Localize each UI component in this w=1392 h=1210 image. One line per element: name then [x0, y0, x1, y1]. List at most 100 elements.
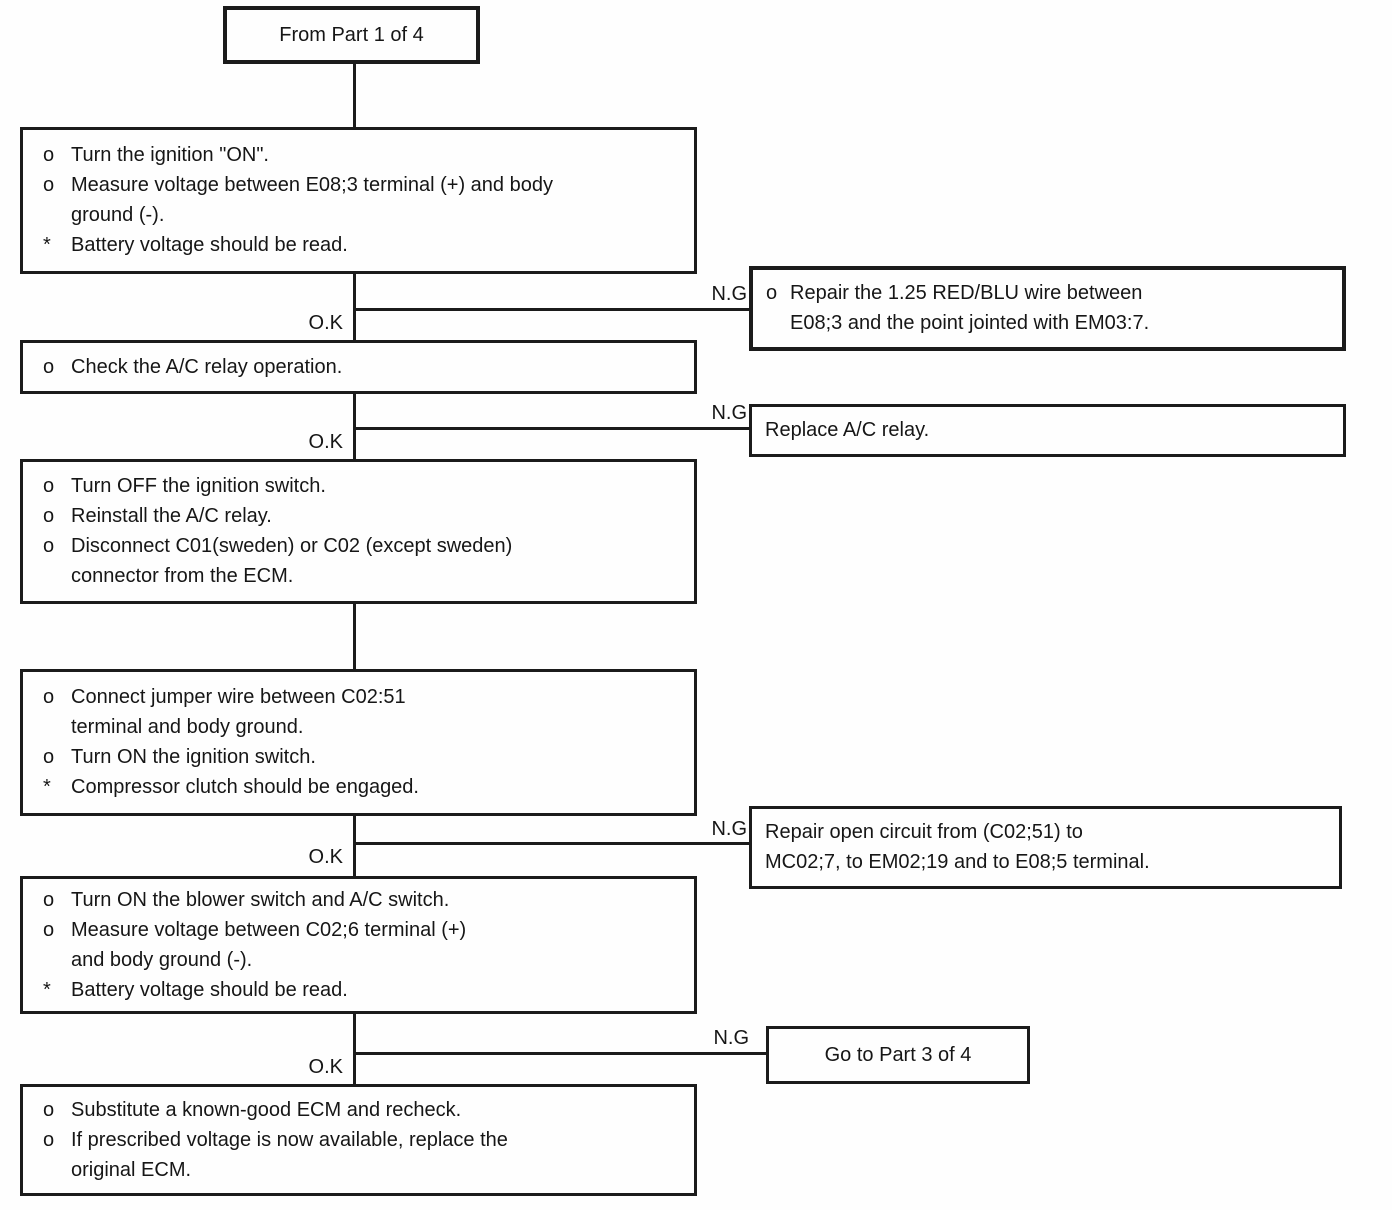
step-text: Measure voltage between C02;6 terminal (…: [71, 919, 467, 941]
step-text: Battery voltage should be read.: [71, 234, 348, 256]
connector-start-to-step1: [353, 62, 356, 127]
step-box-ignition-off-reinstall: o Turn OFF the ignition switch. o Reinst…: [20, 459, 697, 604]
step-text: Disconnect C01(sweden) or C02 (except sw…: [71, 535, 513, 557]
ng-text: Repair open circuit from (C02;51) to: [765, 821, 1083, 843]
step-line: terminal and body ground.: [43, 712, 686, 742]
step-box-jumper-wire: o Connect jumper wire between C02:51 ter…: [20, 669, 697, 816]
ng-box-goto-part3: Go to Part 3 of 4: [766, 1026, 1030, 1084]
step-text: Battery voltage should be read.: [71, 979, 348, 1001]
bullet-marker: o: [43, 475, 55, 497]
step-text: terminal and body ground.: [71, 716, 304, 738]
connector-step5-to-step6: [353, 1014, 356, 1084]
ng-text: Replace A/C relay.: [765, 419, 930, 441]
step-text: Substitute a known-good ECM and recheck.: [71, 1099, 462, 1121]
ng-text: E08;3 and the point jointed with EM03:7.: [790, 312, 1150, 334]
connector-step2-to-step3: [353, 394, 356, 459]
step-line: original ECM.: [43, 1155, 686, 1185]
ng-line: o Repair the 1.25 RED/BLU wire between: [766, 278, 1334, 308]
step-line: o Turn OFF the ignition switch.: [43, 471, 686, 501]
branch-ng-2: [356, 427, 749, 430]
bullet-marker: o: [43, 535, 55, 557]
bullet-marker: *: [43, 234, 51, 256]
bullet-marker: [43, 712, 71, 742]
step-line: and body ground (-).: [43, 945, 686, 975]
step-box-ecm-substitute: o Substitute a known-good ECM and rechec…: [20, 1084, 697, 1196]
start-box-label: From Part 1 of 4: [279, 23, 424, 46]
step-box-blower-switch: o Turn ON the blower switch and A/C swit…: [20, 876, 697, 1014]
connector-step3-to-step4: [353, 604, 356, 669]
step-line: o Substitute a known-good ECM and rechec…: [43, 1095, 686, 1125]
step-line: o If prescribed voltage is now available…: [43, 1125, 686, 1155]
step-line: o Measure voltage between E08;3 terminal…: [43, 170, 686, 200]
bullet-marker: o: [43, 686, 55, 708]
connector-step4-to-step5: [353, 816, 356, 876]
step-text: ground (-).: [71, 204, 165, 226]
ng-text: Go to Part 3 of 4: [824, 1043, 972, 1066]
step-text: Connect jumper wire between C02:51: [71, 686, 406, 708]
step-line: connector from the ECM.: [43, 561, 686, 591]
start-box: From Part 1 of 4: [223, 6, 480, 64]
bullet-marker: *: [43, 979, 51, 1001]
ng-label-4: N.G: [713, 1027, 749, 1049]
step-box-ac-relay-check: o Check the A/C relay operation.: [20, 340, 697, 394]
step-line: * Battery voltage should be read.: [43, 230, 686, 260]
step-line: o Turn ON the blower switch and A/C swit…: [43, 885, 686, 915]
ng-box-repair-wire: o Repair the 1.25 RED/BLU wire between E…: [749, 266, 1346, 351]
step-line: o Turn ON the ignition switch.: [43, 742, 686, 772]
ng-box-repair-open-circuit: Repair open circuit from (C02;51) to MC0…: [749, 806, 1342, 889]
ng-text: MC02;7, to EM02;19 and to E08;5 terminal…: [765, 851, 1150, 873]
step-line: o Reinstall the A/C relay.: [43, 501, 686, 531]
step-line: * Battery voltage should be read.: [43, 975, 686, 1005]
bullet-marker: o: [766, 282, 778, 304]
bullet-marker: [43, 945, 71, 975]
ng-label-3: N.G: [711, 818, 747, 840]
branch-ng-3: [356, 842, 749, 845]
step-line: ground (-).: [43, 200, 686, 230]
bullet-marker: *: [43, 776, 51, 798]
bullet-marker: [766, 308, 790, 338]
bullet-marker: [43, 200, 71, 230]
bullet-marker: o: [43, 174, 55, 196]
step-text: original ECM.: [71, 1159, 192, 1181]
step-text: If prescribed voltage is now available, …: [71, 1129, 508, 1151]
bullet-marker: o: [43, 356, 55, 378]
step-text: Turn ON the ignition switch.: [71, 746, 316, 768]
branch-ng-4: [356, 1052, 766, 1055]
bullet-marker: o: [43, 919, 55, 941]
branch-ng-1: [356, 308, 749, 311]
step-text: Turn OFF the ignition switch.: [71, 475, 326, 497]
step-text: Compressor clutch should be engaged.: [71, 776, 419, 798]
ng-box-replace-relay: Replace A/C relay.: [749, 404, 1346, 457]
bullet-marker: o: [43, 505, 55, 527]
bullet-marker: o: [43, 1129, 55, 1151]
ok-label-3: O.K: [308, 846, 343, 868]
step-text: Reinstall the A/C relay.: [71, 505, 272, 527]
step-text: Measure voltage between E08;3 terminal (…: [71, 174, 553, 196]
step-text: Turn the ignition "ON".: [71, 144, 269, 166]
step-text: and body ground (-).: [71, 949, 253, 971]
step-line: o Turn the ignition "ON".: [43, 140, 686, 170]
step-text: connector from the ECM.: [71, 565, 294, 587]
ng-label-1: N.G: [711, 283, 747, 305]
ok-label-4: O.K: [308, 1056, 343, 1078]
bullet-marker: [43, 561, 71, 591]
ng-line: E08;3 and the point jointed with EM03:7.: [766, 308, 1334, 338]
bullet-marker: o: [43, 1099, 55, 1121]
step-line: o Disconnect C01(sweden) or C02 (except …: [43, 531, 686, 561]
ng-label-2: N.G: [711, 402, 747, 424]
bullet-marker: o: [43, 746, 55, 768]
step-line: o Check the A/C relay operation.: [43, 352, 686, 382]
step-line: * Compressor clutch should be engaged.: [43, 772, 686, 802]
bullet-marker: o: [43, 889, 55, 911]
step-box-ignition-voltage: o Turn the ignition "ON". o Measure volt…: [20, 127, 697, 274]
step-text: Turn ON the blower switch and A/C switch…: [71, 889, 450, 911]
ok-label-2: O.K: [308, 431, 343, 453]
step-line: o Connect jumper wire between C02:51: [43, 682, 686, 712]
ok-label-1: O.K: [308, 312, 343, 334]
connector-step1-to-step2: [353, 274, 356, 340]
bullet-marker: o: [43, 144, 55, 166]
bullet-marker: [43, 1155, 71, 1185]
step-line: o Measure voltage between C02;6 terminal…: [43, 915, 686, 945]
ng-text: Repair the 1.25 RED/BLU wire between: [790, 282, 1143, 304]
